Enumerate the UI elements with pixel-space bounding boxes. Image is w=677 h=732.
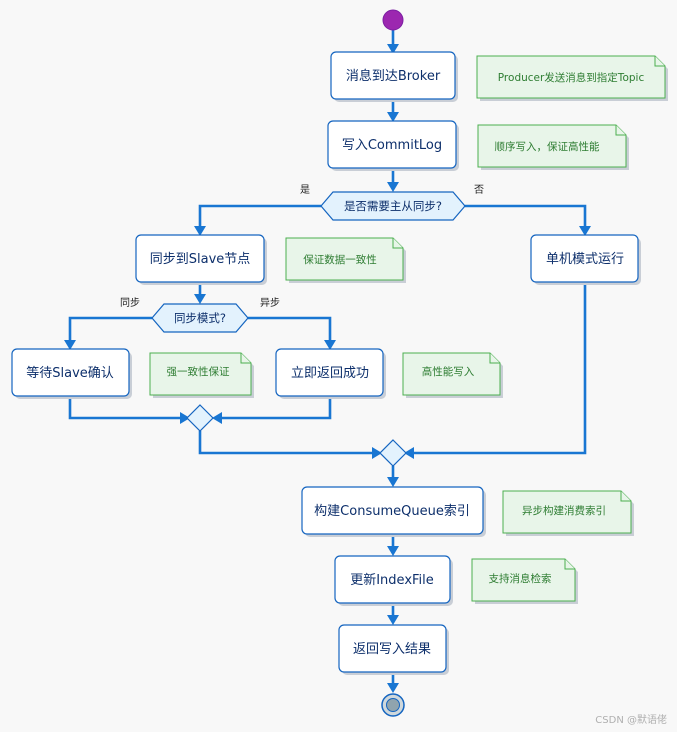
arrowhead [579, 226, 591, 236]
arrowhead [64, 340, 76, 350]
decision-need-sync[interactable]: 是否需要主从同步? [320, 191, 466, 221]
branch-label-no: 否 [474, 184, 484, 196]
note-consume-queue-text: 异步构建消费索引 [522, 504, 606, 517]
decision-need-sync-label: 是否需要主从同步? [344, 199, 442, 213]
action-wait-slave[interactable]: 等待Slave确认 [11, 348, 132, 399]
arrowhead [387, 44, 399, 54]
action-return-now[interactable]: 立即返回成功 [275, 348, 386, 399]
arrowhead [387, 182, 399, 192]
action-consume-queue-label: 构建ConsumeQueue索引 [314, 504, 470, 519]
arrowhead [180, 412, 190, 424]
decision-sync-mode-label: 同步模式? [174, 311, 226, 325]
action-standalone[interactable]: 单机模式运行 [530, 234, 641, 285]
edge-no-branch [465, 204, 587, 229]
action-return-result[interactable]: 返回写入结果 [338, 624, 449, 675]
action-standalone-label: 单机模式运行 [546, 252, 624, 267]
note-return-now-text: 高性能写入 [422, 365, 475, 378]
action-arrive[interactable]: 消息到达Broker [330, 51, 458, 102]
action-commitlog[interactable]: 写入CommitLog [327, 120, 459, 171]
arrowhead [372, 447, 382, 459]
end-node [381, 693, 405, 717]
action-consume-queue[interactable]: 构建ConsumeQueue索引 [301, 486, 486, 537]
action-wait-slave-label: 等待Slave确认 [26, 365, 114, 381]
watermark: CSDN @默语佬 [595, 715, 667, 726]
note-index-file: 支持消息检索 [471, 558, 578, 604]
note-commitlog-text: 顺序写入，保证高性能 [495, 140, 600, 153]
edge-return-merge [219, 396, 332, 420]
action-index-file-label: 更新IndexFile [350, 572, 434, 588]
arrowhead [212, 412, 222, 424]
note-arrive-text: Producer发送消息到指定Topic [498, 71, 645, 84]
arrowhead [404, 447, 414, 459]
action-commitlog-label: 写入CommitLog [342, 138, 442, 153]
note-arrive: Producer发送消息到指定Topic [476, 55, 668, 101]
arrowhead [387, 615, 399, 625]
note-wait-slave: 强一致性保证 [149, 352, 254, 398]
action-sync-slave[interactable]: 同步到Slave节点 [135, 234, 267, 285]
edge-merge1-merge2 [198, 431, 375, 455]
arrowhead [194, 226, 206, 236]
note-index-file-text: 支持消息检索 [489, 572, 552, 585]
note-consume-queue: 异步构建消费索引 [502, 490, 634, 536]
branch-label-yes: 是 [300, 184, 310, 196]
note-return-now: 高性能写入 [402, 352, 503, 398]
arrowhead [387, 112, 399, 122]
action-sync-slave-label: 同步到Slave节点 [150, 252, 251, 267]
merge-diamond-main [379, 439, 407, 467]
action-arrive-label: 消息到达Broker [346, 68, 441, 84]
start-node [382, 9, 404, 31]
arrowhead [387, 546, 399, 556]
edge-wait-merge [68, 396, 183, 420]
branch-label-sync: 同步 [120, 297, 140, 309]
merge-diamond-sync [186, 404, 214, 432]
edge-async-branch [248, 316, 332, 343]
note-commitlog: 顺序写入，保证高性能 [477, 124, 629, 170]
edge-sync-branch [68, 316, 152, 343]
branch-label-async: 异步 [260, 297, 280, 309]
edge-standalone-merge2 [411, 283, 587, 455]
action-return-now-label: 立即返回成功 [291, 366, 369, 381]
arrowhead [387, 683, 399, 693]
action-return-result-label: 返回写入结果 [353, 642, 431, 657]
action-index-file[interactable]: 更新IndexFile [334, 555, 453, 606]
arrowhead [324, 340, 336, 350]
arrowhead [387, 477, 399, 487]
arrowhead [194, 294, 206, 304]
note-wait-slave-text: 强一致性保证 [167, 365, 230, 378]
note-sync-slave: 保证数据一致性 [285, 237, 406, 283]
note-sync-slave-text: 保证数据一致性 [303, 253, 377, 266]
edge-yes-branch [198, 204, 321, 229]
decision-sync-mode[interactable]: 同步模式? [151, 303, 249, 333]
